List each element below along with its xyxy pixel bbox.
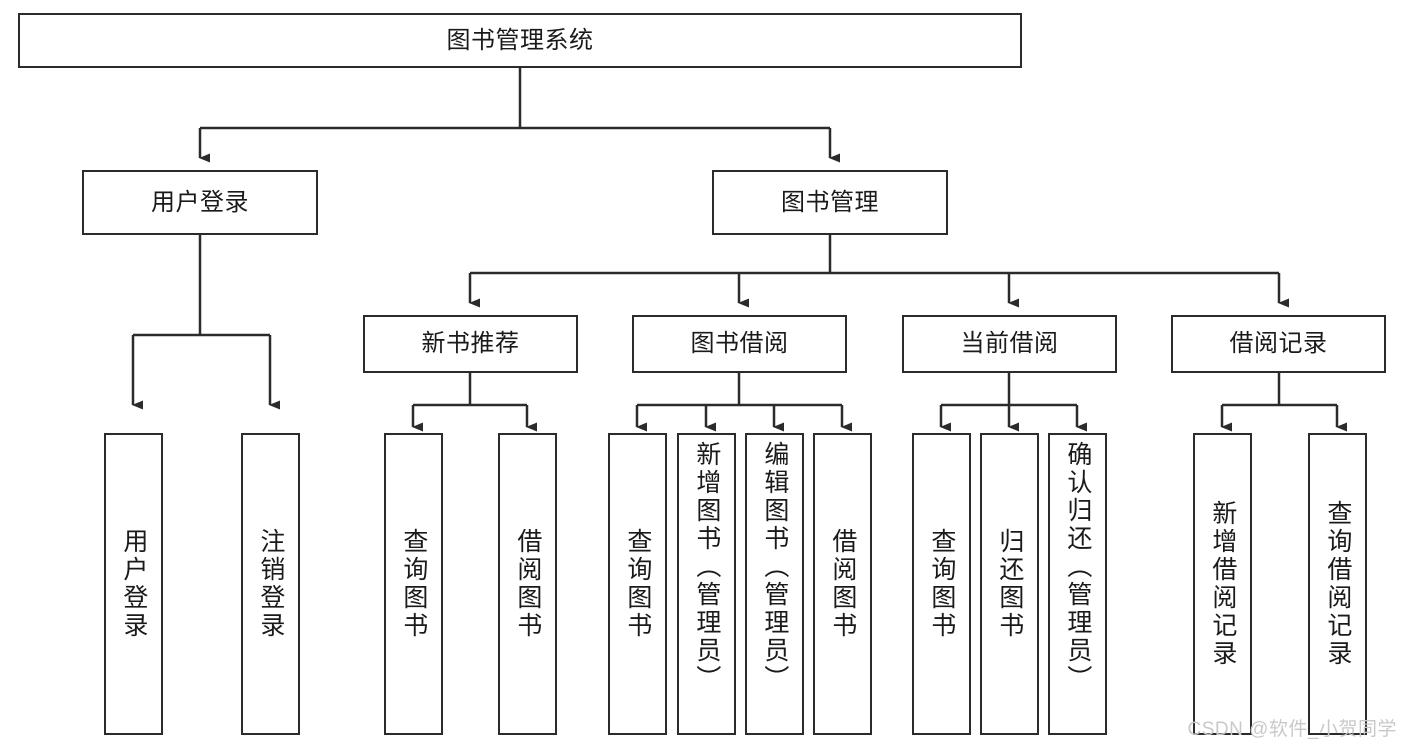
- node-leaf-borrow-book-2[interactable]: 借阅图书: [813, 433, 872, 735]
- node-leaf-borrow-book-2-label: 借阅图书: [828, 528, 857, 640]
- node-leaf-logout-label: 注销登录: [256, 528, 285, 640]
- node-leaf-edit-book[interactable]: 编辑图书（管理员）: [745, 433, 804, 735]
- node-leaf-query-book-1-label: 查询图书: [399, 528, 428, 640]
- node-leaf-query-record[interactable]: 查询借阅记录: [1308, 433, 1367, 735]
- node-leaf-add-record[interactable]: 新增借阅记录: [1193, 433, 1252, 735]
- node-borrow-record-label: 借阅记录: [1229, 330, 1328, 358]
- node-new-book-recommend[interactable]: 新书推荐: [363, 315, 578, 373]
- node-leaf-query-book-2-label: 查询图书: [623, 528, 652, 640]
- node-user-login[interactable]: 用户登录: [82, 170, 318, 235]
- node-leaf-borrow-book-1-label: 借阅图书: [513, 528, 542, 640]
- node-root-label: 图书管理系统: [446, 26, 594, 54]
- node-leaf-query-book-1[interactable]: 查询图书: [384, 433, 443, 735]
- node-borrow-record[interactable]: 借阅记录: [1171, 315, 1386, 373]
- node-leaf-add-book[interactable]: 新增图书（管理员）: [677, 433, 736, 735]
- node-root[interactable]: 图书管理系统: [18, 13, 1022, 68]
- node-leaf-return-book-label: 归还图书: [995, 528, 1024, 640]
- node-current-borrow-label: 当前借阅: [960, 330, 1059, 358]
- node-leaf-add-book-label: 新增图书（管理员）: [692, 441, 721, 693]
- node-book-manage[interactable]: 图书管理: [712, 170, 948, 235]
- node-leaf-confirm-return[interactable]: 确认归还（管理员）: [1048, 433, 1107, 735]
- node-leaf-confirm-return-label: 确认归还（管理员）: [1063, 441, 1092, 693]
- node-leaf-query-book-2[interactable]: 查询图书: [608, 433, 667, 735]
- node-leaf-return-book[interactable]: 归还图书: [980, 433, 1039, 735]
- node-leaf-query-book-3-label: 查询图书: [927, 528, 956, 640]
- node-leaf-add-record-label: 新增借阅记录: [1208, 500, 1237, 668]
- node-leaf-query-record-label: 查询借阅记录: [1323, 500, 1352, 668]
- node-book-borrow[interactable]: 图书借阅: [632, 315, 847, 373]
- node-leaf-user-login-label: 用户登录: [119, 528, 148, 640]
- node-leaf-logout[interactable]: 注销登录: [241, 433, 300, 735]
- node-leaf-edit-book-label: 编辑图书（管理员）: [760, 441, 789, 693]
- csdn-watermark: CSDN @软件_小贺同学: [1187, 719, 1397, 740]
- node-book-manage-label: 图书管理: [781, 188, 879, 216]
- node-leaf-user-login[interactable]: 用户登录: [104, 433, 163, 735]
- node-book-borrow-label: 图书借阅: [690, 330, 789, 358]
- node-new-book-recommend-label: 新书推荐: [421, 330, 520, 358]
- node-user-login-label: 用户登录: [151, 188, 249, 216]
- node-leaf-borrow-book-1[interactable]: 借阅图书: [498, 433, 557, 735]
- node-leaf-query-book-3[interactable]: 查询图书: [912, 433, 971, 735]
- node-current-borrow[interactable]: 当前借阅: [902, 315, 1117, 373]
